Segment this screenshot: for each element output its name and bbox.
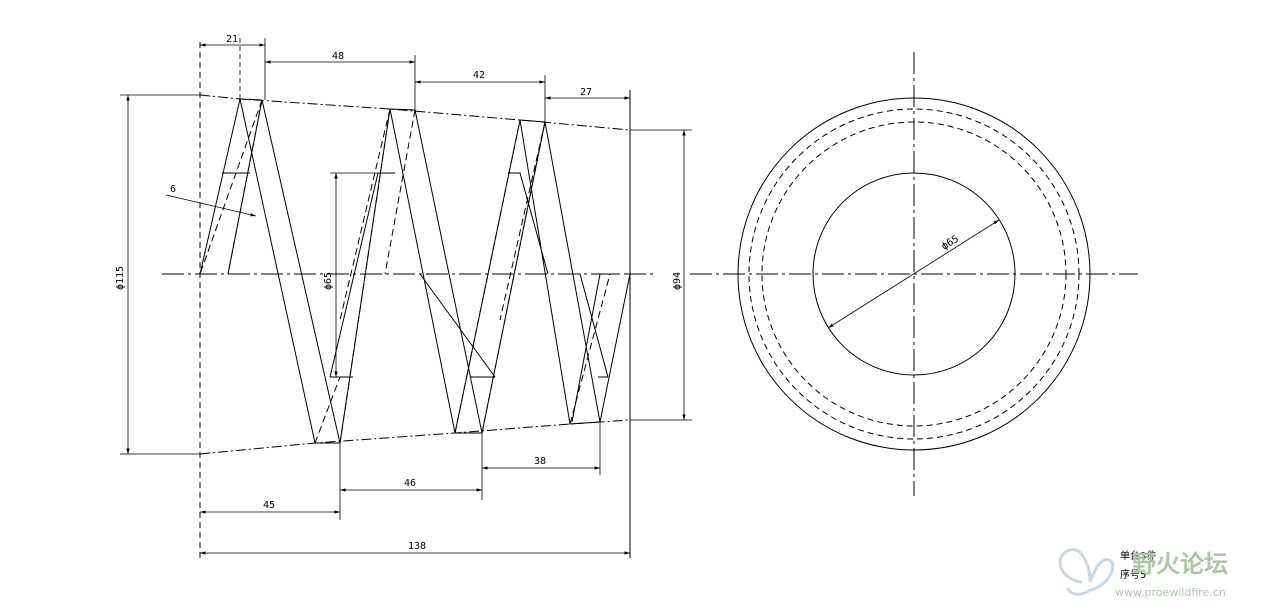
watermark-url: www.proewildfire.cn [1115, 586, 1226, 599]
side-dimensions [120, 38, 692, 555]
dim-small-diameter: ϕ94 [672, 272, 683, 290]
note-item-number: 序号5 [1120, 568, 1146, 581]
watermark: 野火论坛 www.proewildfire.cn [1058, 548, 1228, 599]
coil-rear-strands [199, 99, 611, 444]
dim-21: 21 [226, 34, 238, 45]
butterfly-logo-icon [1058, 548, 1115, 596]
dim-27: 27 [580, 87, 592, 98]
dim-42: 42 [473, 70, 485, 81]
circle-diameter-line [827, 219, 1000, 329]
top-envelope-line [199, 94, 631, 131]
dim-38: 38 [534, 456, 546, 467]
dim-48: 48 [332, 51, 344, 62]
spring-end-view [690, 52, 1138, 496]
note-quantity: 单台3件 [1120, 549, 1156, 562]
watermark-title: 野火论坛 [1132, 550, 1228, 578]
dim-outer-diameter: ϕ115 [115, 266, 126, 290]
dim-138: 138 [408, 541, 426, 552]
dim-46: 46 [404, 478, 416, 489]
coil-front-strands [199, 98, 631, 444]
dim-wire-6: 6 [170, 184, 176, 195]
bottom-envelope-line [199, 419, 631, 455]
dim-circle-diameter: ϕ65 [940, 234, 961, 253]
dim-45: 45 [263, 500, 275, 511]
dim-inner-diameter: ϕ65 [323, 272, 334, 290]
